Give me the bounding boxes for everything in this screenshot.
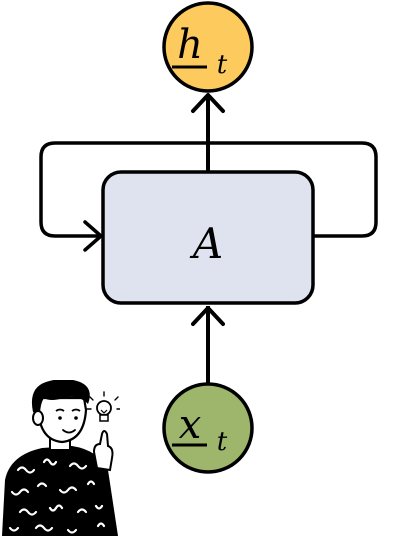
output-arrowhead [191, 93, 225, 113]
output-node [162, 1, 254, 93]
rnn-block [101, 170, 315, 305]
loop-arrowhead [83, 220, 103, 252]
block-label: A [189, 219, 223, 268]
input-arrowhead [191, 306, 225, 326]
input-node-subscript: t [217, 427, 228, 457]
input-node-label: x [179, 402, 202, 448]
output-node-label: h [177, 22, 203, 68]
person-with-lightbulb-icon [2, 380, 120, 536]
input-node [162, 382, 254, 474]
output-node-subscript: t [217, 50, 228, 80]
